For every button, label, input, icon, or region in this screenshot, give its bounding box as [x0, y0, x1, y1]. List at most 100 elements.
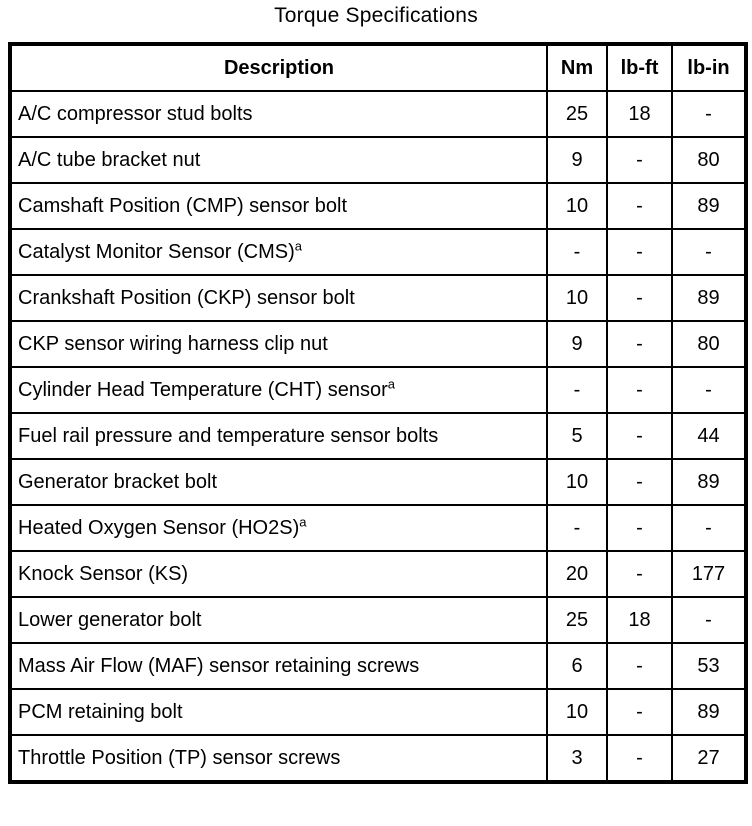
description-cell: Heated Oxygen Sensor (HO2S)a	[9, 504, 548, 552]
nm-cell: 10	[546, 688, 608, 736]
description-text: Generator bracket bolt	[18, 470, 217, 493]
lbin-cell: 80	[671, 136, 747, 184]
lbin-cell: -	[671, 366, 747, 414]
table-row: Catalyst Monitor Sensor (CMS)a - - -	[9, 228, 747, 276]
table-row: PCM retaining bolt 10 - 89	[9, 688, 747, 736]
column-header-description: Description	[9, 43, 548, 92]
description-cell: Lower generator bolt	[9, 596, 548, 644]
lbin-cell: 89	[671, 274, 747, 322]
nm-cell: 10	[546, 182, 608, 230]
table-row: Mass Air Flow (MAF) sensor retaining scr…	[9, 642, 747, 690]
table-row: Fuel rail pressure and temperature senso…	[9, 412, 747, 460]
lbin-cell: -	[671, 596, 747, 644]
description-cell: Catalyst Monitor Sensor (CMS)a	[9, 228, 548, 276]
description-cell: PCM retaining bolt	[9, 688, 548, 736]
page-title: Torque Specifications	[274, 4, 478, 27]
nm-cell: 5	[546, 412, 608, 460]
description-text: Catalyst Monitor Sensor (CMS)	[18, 240, 295, 263]
lbin-cell: -	[671, 228, 747, 276]
table-row: A/C compressor stud bolts 25 18 -	[9, 90, 747, 138]
lbin-cell: 89	[671, 182, 747, 230]
description-text: Knock Sensor (KS)	[18, 562, 189, 585]
torque-specifications-table: Description Nm lb-ft lb-in A/C compresso…	[8, 42, 748, 784]
description-cell: Throttle Position (TP) sensor screws	[9, 734, 548, 783]
nm-cell: 10	[546, 274, 608, 322]
table-row: Generator bracket bolt 10 - 89	[9, 458, 747, 506]
nm-cell: 6	[546, 642, 608, 690]
table-row: Camshaft Position (CMP) sensor bolt 10 -…	[9, 182, 747, 230]
lbft-cell: -	[606, 734, 673, 783]
table-row: Cylinder Head Temperature (CHT) sensora …	[9, 366, 747, 414]
lbin-cell: -	[671, 504, 747, 552]
column-header-nm: Nm	[546, 43, 608, 92]
description-text: A/C tube bracket nut	[18, 148, 201, 171]
footnote-marker: a	[294, 237, 302, 253]
nm-cell: 20	[546, 550, 608, 598]
description-text: Cylinder Head Temperature (CHT) sensor	[18, 378, 388, 401]
description-text: A/C compressor stud bolts	[18, 102, 253, 125]
lbft-cell: -	[606, 320, 673, 368]
description-text: Crankshaft Position (CKP) sensor bolt	[18, 286, 355, 309]
table-row: A/C tube bracket nut 9 - 80	[9, 136, 747, 184]
lbft-cell: -	[606, 228, 673, 276]
description-text: PCM retaining bolt	[18, 700, 183, 723]
lbin-cell: 44	[671, 412, 747, 460]
description-text: Camshaft Position (CMP) sensor bolt	[18, 194, 348, 217]
column-header-lbft: lb-ft	[606, 43, 673, 92]
description-cell: A/C compressor stud bolts	[9, 90, 548, 138]
description-cell: A/C tube bracket nut	[9, 136, 548, 184]
description-cell: Fuel rail pressure and temperature senso…	[9, 412, 548, 460]
column-header-lbin: lb-in	[671, 43, 747, 92]
nm-cell: -	[546, 366, 608, 414]
lbin-cell: 89	[671, 688, 747, 736]
table-row: CKP sensor wiring harness clip nut 9 - 8…	[9, 320, 747, 368]
nm-cell: 25	[546, 596, 608, 644]
lbft-cell: -	[606, 504, 673, 552]
description-cell: Camshaft Position (CMP) sensor bolt	[9, 182, 548, 230]
description-cell: CKP sensor wiring harness clip nut	[9, 320, 548, 368]
nm-cell: 25	[546, 90, 608, 138]
description-cell: Cylinder Head Temperature (CHT) sensora	[9, 366, 548, 414]
lbft-cell: -	[606, 412, 673, 460]
lbft-cell: -	[606, 136, 673, 184]
lbft-cell: -	[606, 550, 673, 598]
description-text: CKP sensor wiring harness clip nut	[18, 332, 328, 355]
lbin-cell: 53	[671, 642, 747, 690]
nm-cell: -	[546, 228, 608, 276]
description-cell: Mass Air Flow (MAF) sensor retaining scr…	[9, 642, 548, 690]
lbft-cell: -	[606, 274, 673, 322]
lbin-cell: -	[671, 90, 747, 138]
table-header-row: Description Nm lb-ft lb-in	[9, 43, 747, 92]
description-text: Throttle Position (TP) sensor screws	[18, 746, 341, 769]
description-cell: Generator bracket bolt	[9, 458, 548, 506]
footnote-marker: a	[387, 375, 395, 391]
footnote-marker: a	[299, 513, 307, 529]
description-text: Mass Air Flow (MAF) sensor retaining scr…	[18, 654, 420, 677]
lbft-cell: -	[606, 458, 673, 506]
description-cell: Crankshaft Position (CKP) sensor bolt	[9, 274, 548, 322]
nm-cell: 9	[546, 136, 608, 184]
lbin-cell: 89	[671, 458, 747, 506]
lbft-cell: -	[606, 366, 673, 414]
nm-cell: -	[546, 504, 608, 552]
lbin-cell: 177	[671, 550, 747, 598]
table-row: Heated Oxygen Sensor (HO2S)a - - -	[9, 504, 747, 552]
nm-cell: 3	[546, 734, 608, 783]
lbft-cell: -	[606, 642, 673, 690]
table-row: Knock Sensor (KS) 20 - 177	[9, 550, 747, 598]
lbft-cell: 18	[606, 90, 673, 138]
description-text: Heated Oxygen Sensor (HO2S)	[18, 516, 300, 539]
lbin-cell: 27	[671, 734, 747, 783]
description-cell: Knock Sensor (KS)	[9, 550, 548, 598]
lbin-cell: 80	[671, 320, 747, 368]
table-row: Throttle Position (TP) sensor screws 3 -…	[9, 734, 747, 783]
description-text: Fuel rail pressure and temperature senso…	[18, 424, 439, 447]
lbft-cell: -	[606, 688, 673, 736]
nm-cell: 10	[546, 458, 608, 506]
lbft-cell: 18	[606, 596, 673, 644]
nm-cell: 9	[546, 320, 608, 368]
table-row: Crankshaft Position (CKP) sensor bolt 10…	[9, 274, 747, 322]
lbft-cell: -	[606, 182, 673, 230]
description-text: Lower generator bolt	[18, 608, 202, 631]
